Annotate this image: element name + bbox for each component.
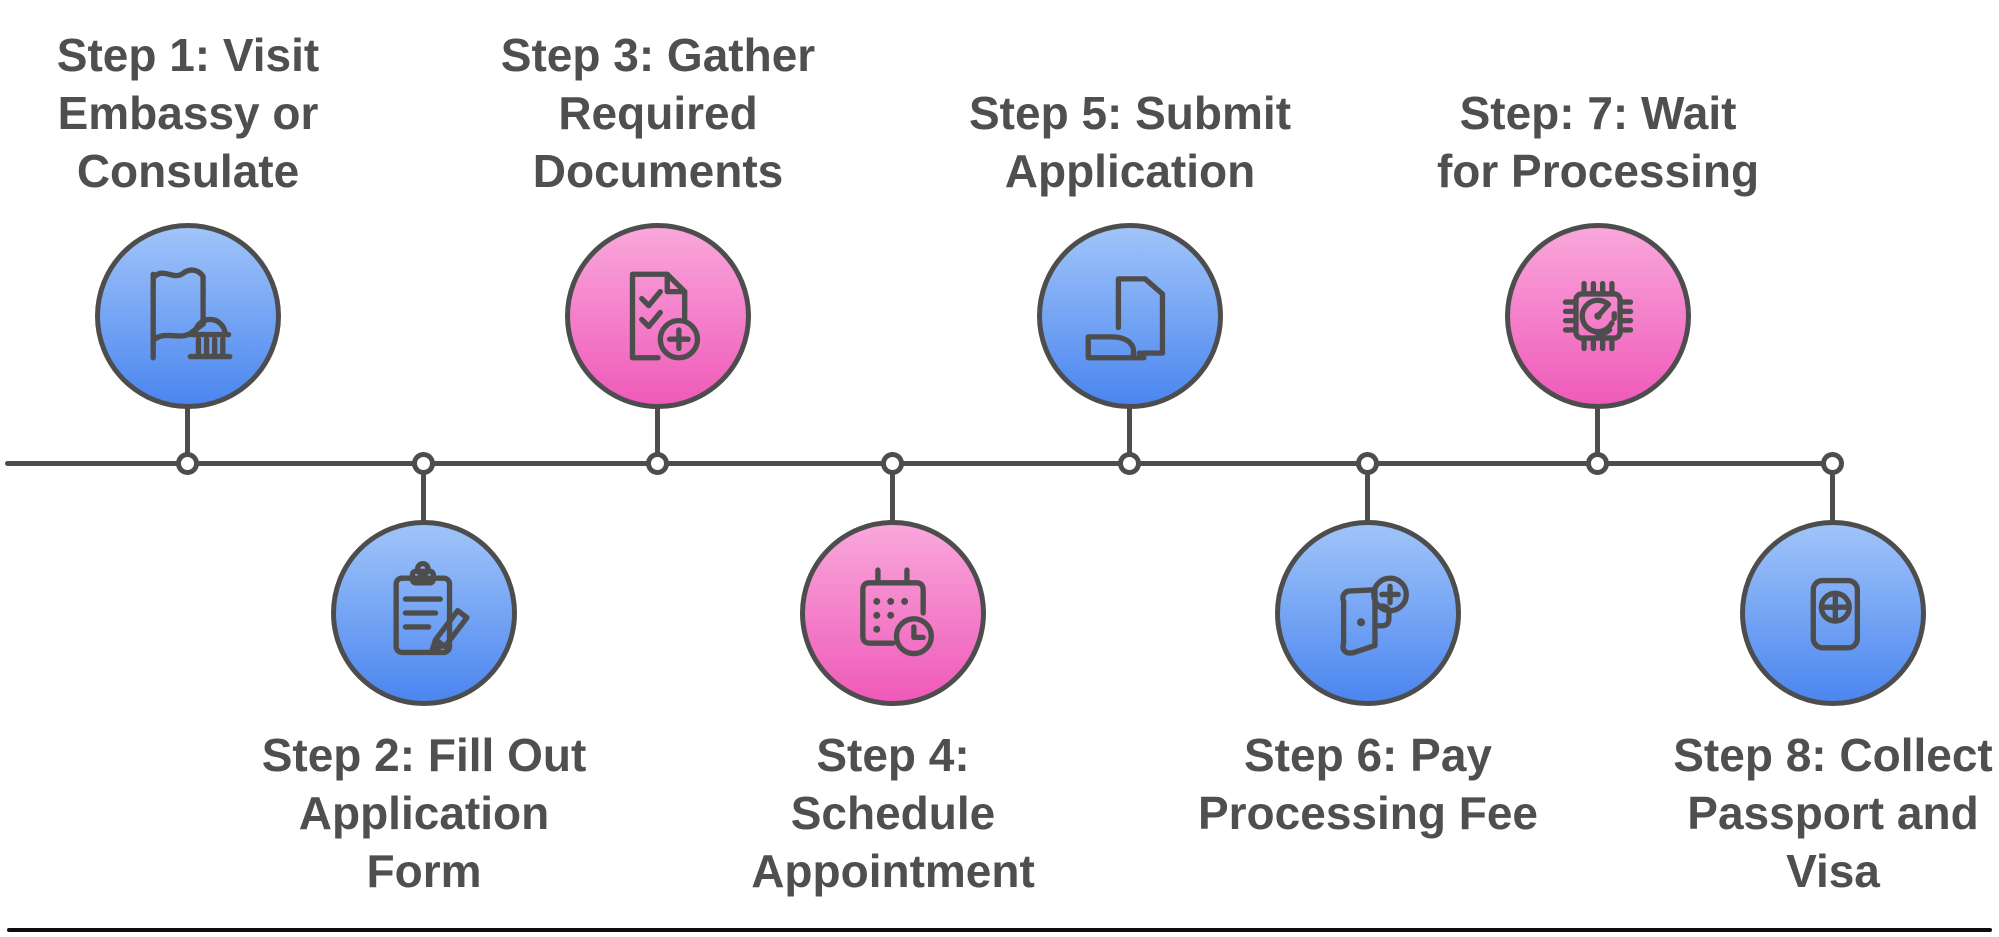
bottom-rule (7, 928, 1992, 932)
step-2-circle (331, 520, 517, 706)
step-3-connector (655, 405, 660, 463)
passport-icon (1810, 577, 1861, 651)
step-1-label: Step 1: Visit Embassy or Consulate (56, 29, 320, 197)
step-6-label: Step 6: Pay Processing Fee (1197, 729, 1539, 839)
step-5-label: Step 5: Submit Application (968, 87, 1292, 197)
step-7-circle (1505, 223, 1691, 409)
step-7-connector (1595, 405, 1600, 463)
step-6-circle (1275, 520, 1461, 706)
step-1-circle (95, 223, 281, 409)
wallet-add-icon (1340, 575, 1409, 656)
submit-document-icon (1085, 276, 1166, 361)
step-2-connector (421, 463, 426, 523)
step-7-label: Step: 7: Wait for Processing (1436, 87, 1760, 197)
step-4-circle (800, 520, 986, 706)
timeline-line (5, 461, 1836, 466)
step-1-node-dot (176, 452, 199, 475)
step-4-node-dot (881, 452, 904, 475)
step-3-node-dot (646, 452, 669, 475)
embassy-flag-icon (150, 267, 233, 361)
calendar-clock-icon (860, 567, 934, 657)
step-2-node-dot (412, 452, 435, 475)
step-6-node-dot (1356, 452, 1379, 475)
step-5-circle (1037, 223, 1223, 409)
step-8-connector (1830, 463, 1835, 523)
step-4-label: Step 4: Schedule Appointment (751, 729, 1035, 897)
step-8-circle (1740, 520, 1926, 706)
step-5-connector (1127, 405, 1132, 463)
step-4-connector (890, 463, 895, 523)
step-8-label: Step 8: Collect Passport and Visa (1673, 729, 1993, 897)
step-3-label: Step 3: Gather Required Documents (500, 29, 816, 197)
step-2-label: Step 2: Fill Out Application Form (261, 729, 587, 897)
step-5-node-dot (1118, 452, 1141, 475)
step-8-node-dot (1821, 452, 1844, 475)
clipboard-pencil-icon (393, 561, 470, 656)
step-3-circle (565, 223, 751, 409)
document-checklist-add-icon (629, 271, 701, 361)
processor-chip-icon (1562, 280, 1634, 352)
step-1-connector (185, 405, 190, 463)
step-7-node-dot (1586, 452, 1609, 475)
step-6-connector (1365, 463, 1370, 523)
